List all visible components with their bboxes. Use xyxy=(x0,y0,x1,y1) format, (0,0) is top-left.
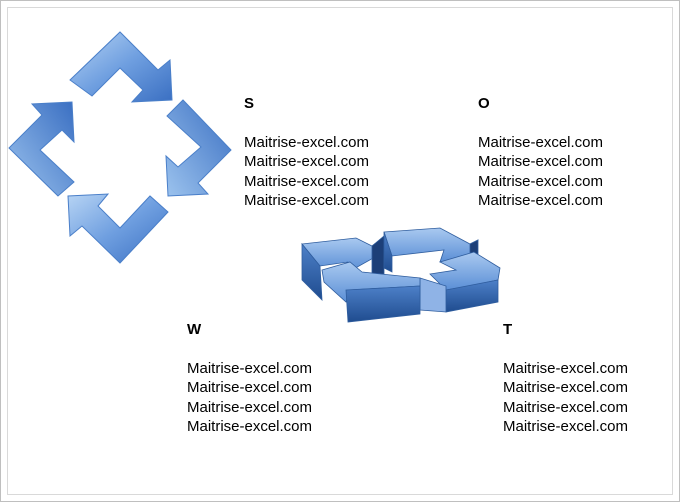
quadrant-t-letter: T xyxy=(503,321,513,338)
quadrant-t-line: Maitrise-excel.com xyxy=(503,398,629,416)
quadrant-s-line: Maitrise-excel.com xyxy=(244,133,370,151)
quadrant-w-line: Maitrise-excel.com xyxy=(187,418,313,435)
quadrant-o-line: Maitrise-excel.com xyxy=(478,133,604,151)
quadrant-o-line: Maitrise-excel.com xyxy=(478,192,604,209)
quadrant-t: T Maitrise-excel.com Maitrise-excel.com … xyxy=(503,320,628,437)
quadrant-s-letter: S xyxy=(244,95,255,112)
quadrant-t-line: Maitrise-excel.com xyxy=(503,379,629,396)
quadrant-s-line: Maitrise-excel.com xyxy=(244,153,370,170)
quadrant-o-line: Maitrise-excel.com xyxy=(478,153,604,170)
quadrant-s-line: Maitrise-excel.com xyxy=(244,192,370,209)
quadrant-w-letter: W xyxy=(187,321,202,338)
quadrant-w-line: Maitrise-excel.com xyxy=(187,359,313,377)
quadrant-s: S Maitrise-excel.com Maitrise-excel.com … xyxy=(244,94,369,211)
quadrant-o-line: Maitrise-excel.com xyxy=(478,172,604,190)
quadrant-w-line: Maitrise-excel.com xyxy=(187,379,313,396)
quadrant-s-line: Maitrise-excel.com xyxy=(244,172,370,190)
quadrant-o: O Maitrise-excel.com Maitrise-excel.com … xyxy=(478,94,603,211)
quadrant-t-line: Maitrise-excel.com xyxy=(503,359,629,377)
quadrant-o-letter: O xyxy=(478,95,490,112)
quadrant-t-line: Maitrise-excel.com xyxy=(503,418,629,435)
quadrant-w-line: Maitrise-excel.com xyxy=(187,398,313,416)
quadrant-w: W Maitrise-excel.com Maitrise-excel.com … xyxy=(187,320,312,437)
